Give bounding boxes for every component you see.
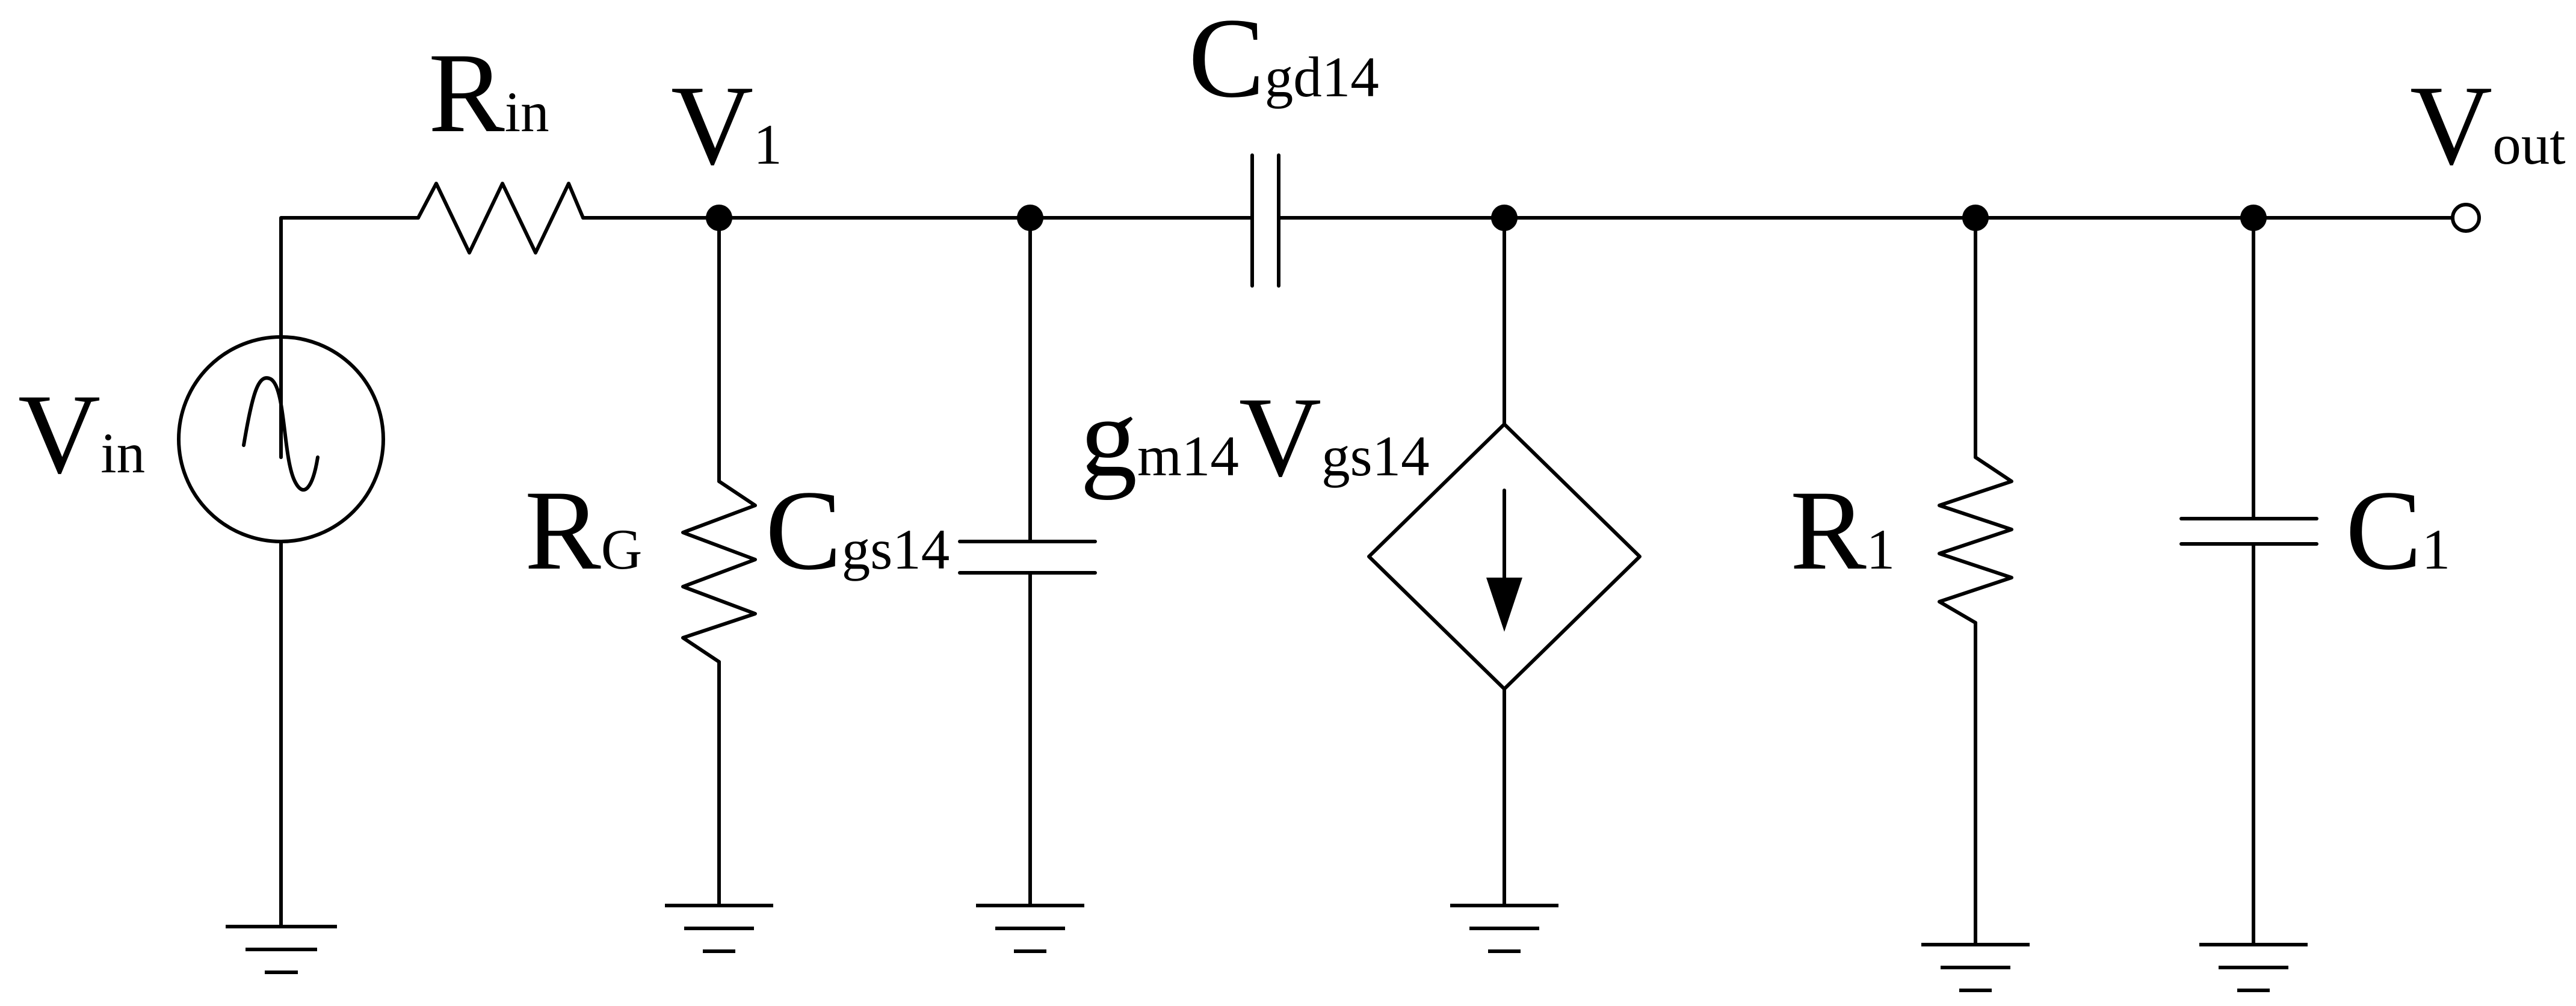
label-gm14-vgs14: gm14Vgs14 <box>1080 374 1430 501</box>
capacitor-cgs14 <box>958 540 1097 575</box>
ground-c1 <box>2199 943 2308 992</box>
ac-voltage-source <box>177 335 385 543</box>
sine-wave-icon <box>242 376 320 492</box>
resistor-rin <box>416 182 585 255</box>
label-v1: V1 <box>671 63 782 189</box>
ground-cgs14 <box>976 904 1084 953</box>
resistor-r1 <box>1938 455 2013 625</box>
ground-rg <box>665 904 773 953</box>
wires <box>279 216 2468 946</box>
junction-r1 <box>1962 205 1989 231</box>
label-cgd14: Cgd14 <box>1188 0 1379 122</box>
ground-vin <box>226 925 337 974</box>
resistor-rg <box>681 480 757 664</box>
label-rg: RG <box>525 468 642 594</box>
junction-v1 <box>706 205 732 231</box>
junction-current-source <box>1491 205 1518 231</box>
junction-cgs14 <box>1017 205 1043 231</box>
junction-c1 <box>2240 205 2267 231</box>
label-cgs14: Cgs14 <box>765 468 950 594</box>
dependent-current-source <box>1367 422 1642 691</box>
label-vin: Vin <box>18 371 145 498</box>
output-terminal <box>2451 203 2481 233</box>
capacitor-c1 <box>2179 517 2318 546</box>
diamond-symbol <box>1367 422 1642 691</box>
wire-vin-to-rin <box>279 216 420 459</box>
source-circle <box>177 335 385 543</box>
ground-r1 <box>1921 943 2030 992</box>
ground-current-source <box>1450 904 1558 953</box>
label-rin: Rin <box>428 30 549 156</box>
label-c1: C1 <box>2346 468 2450 594</box>
junctions <box>706 205 2267 231</box>
label-r1: R1 <box>1790 468 1895 594</box>
capacitor-cgd14 <box>1250 153 1280 288</box>
label-vout: Vout <box>2410 63 2566 189</box>
arrow-down-icon <box>1486 578 1522 632</box>
